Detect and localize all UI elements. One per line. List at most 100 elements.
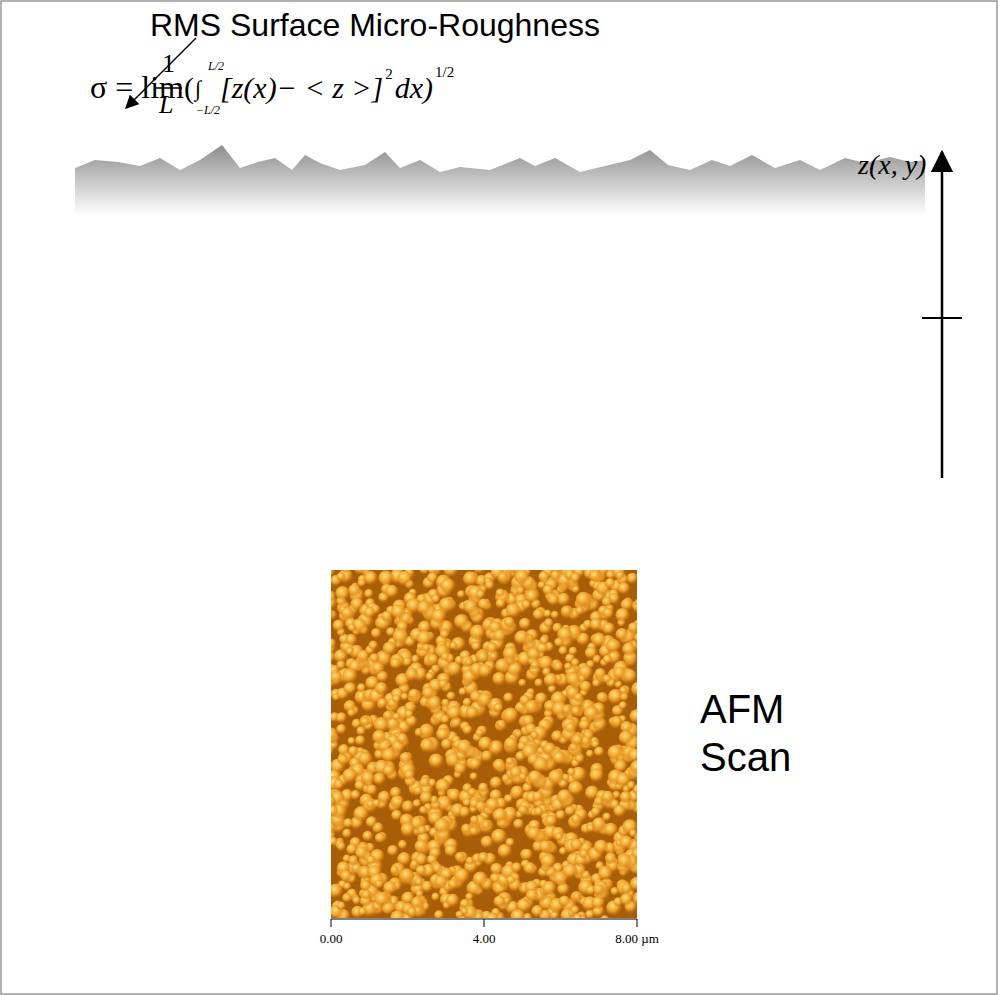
grain — [341, 607, 354, 620]
grain — [575, 754, 584, 763]
grain — [414, 877, 423, 886]
grain — [336, 660, 346, 670]
grain — [551, 827, 565, 841]
grain — [521, 849, 533, 861]
grain — [493, 703, 503, 713]
formula-exponent: 2 — [385, 66, 393, 83]
grain — [337, 842, 346, 851]
grain — [580, 681, 592, 693]
grain — [465, 893, 473, 901]
grain — [557, 789, 572, 804]
grain — [417, 826, 427, 836]
grain — [545, 815, 558, 828]
grain — [390, 658, 401, 669]
grain — [524, 862, 537, 875]
grain — [540, 636, 549, 645]
grain — [390, 654, 405, 669]
grain — [589, 570, 602, 583]
grain — [575, 607, 584, 616]
grain — [551, 730, 563, 742]
grain — [331, 837, 338, 846]
grain — [490, 863, 503, 876]
grain — [348, 855, 358, 865]
grain — [593, 881, 609, 897]
grain — [567, 672, 581, 686]
grain — [473, 570, 487, 574]
grain — [485, 580, 495, 590]
grain — [397, 571, 412, 586]
grain — [544, 673, 558, 687]
grain — [597, 692, 608, 703]
grain — [544, 618, 554, 628]
grain — [355, 735, 366, 746]
grain — [594, 884, 605, 895]
grain — [525, 589, 539, 603]
grain — [616, 772, 631, 787]
grain — [343, 882, 351, 890]
grain — [584, 706, 600, 722]
grain — [493, 808, 508, 823]
grain — [507, 875, 516, 884]
image-label: AFM Scan — [700, 685, 810, 781]
grain — [592, 679, 600, 687]
grain — [574, 693, 583, 702]
grain — [420, 777, 431, 788]
grain — [603, 608, 614, 619]
grain — [431, 664, 440, 673]
grain — [344, 682, 357, 695]
grain — [628, 622, 637, 633]
grain — [540, 853, 556, 869]
grain — [543, 610, 551, 618]
grain — [362, 831, 373, 842]
grain — [391, 604, 406, 619]
grain — [518, 679, 526, 687]
grain — [456, 911, 464, 918]
grain — [399, 868, 414, 883]
grain — [620, 693, 629, 702]
grain — [420, 570, 430, 575]
grain — [432, 863, 443, 874]
grain — [531, 905, 543, 917]
grain — [630, 760, 637, 775]
grain — [538, 571, 550, 583]
grain — [573, 913, 583, 918]
grain — [498, 571, 512, 585]
grain — [429, 753, 444, 768]
grain — [469, 827, 478, 836]
grain — [434, 875, 448, 889]
grain — [446, 692, 455, 701]
grain — [610, 887, 619, 896]
grain — [334, 779, 345, 790]
grain — [552, 751, 566, 765]
grain — [356, 726, 366, 736]
grain — [383, 641, 397, 655]
grain — [478, 852, 489, 863]
grain — [335, 586, 350, 601]
grain — [470, 772, 478, 780]
grain — [558, 646, 567, 655]
grain — [331, 591, 336, 602]
grain — [364, 607, 376, 619]
grain — [533, 757, 549, 773]
grain — [559, 895, 571, 907]
grain — [350, 598, 363, 611]
grain — [370, 873, 385, 888]
grain — [438, 679, 448, 689]
grain — [415, 839, 429, 853]
grain — [486, 642, 497, 653]
grain — [493, 629, 506, 642]
grain — [336, 712, 347, 723]
grain — [633, 892, 637, 906]
grain — [579, 719, 591, 731]
grain — [351, 790, 361, 800]
grain — [525, 700, 539, 714]
grain — [331, 805, 339, 817]
grain — [475, 729, 483, 737]
title-label: RMS Surface Micro-Roughness — [150, 8, 600, 43]
grain — [468, 788, 477, 797]
grain — [476, 590, 485, 599]
formula-text: ( — [184, 71, 194, 104]
grain — [348, 624, 356, 632]
